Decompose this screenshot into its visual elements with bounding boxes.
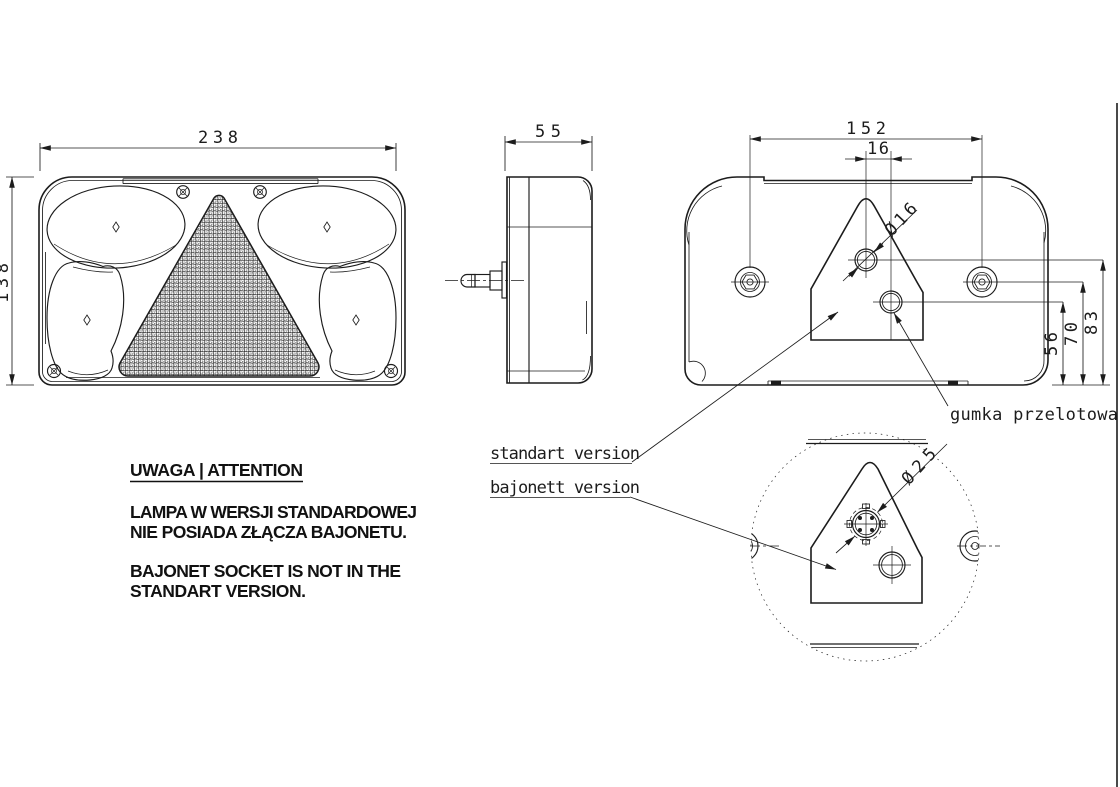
dim-text-83: 83 bbox=[1082, 311, 1102, 335]
note-en-line1: BAJONET SOCKET IS NOT IN THE bbox=[130, 561, 401, 581]
dim-text-138: 138 bbox=[0, 263, 13, 303]
standart-version-label: standart version bbox=[490, 444, 640, 464]
note-title: UWAGA | ATTENTION bbox=[130, 460, 303, 480]
dim-text-dia25: Ø25 bbox=[898, 444, 941, 489]
note-en-line2: STANDART VERSION. bbox=[130, 581, 306, 601]
lens-centre-markers bbox=[83, 221, 360, 326]
front-outline bbox=[38, 176, 406, 386]
dim-text-55: 55 bbox=[535, 122, 561, 142]
front-bottom-left-lens bbox=[46, 261, 125, 381]
reflector-triangle bbox=[118, 194, 320, 377]
dim-text-56: 56 bbox=[1042, 332, 1062, 356]
attention-note: UWAGA | ATTENTION LAMPA W WERSJI STANDAR… bbox=[130, 460, 417, 601]
bajonett-version-callout: bajonett version bbox=[490, 478, 837, 570]
bayonet-connector bbox=[844, 503, 888, 546]
dim-text-dia16: Ø16 bbox=[881, 199, 922, 240]
front-screws bbox=[46, 185, 399, 379]
mount-clip-left bbox=[771, 380, 781, 385]
dim-front-height: 138 bbox=[0, 176, 34, 386]
side-connector-stud bbox=[445, 261, 524, 299]
detail-boundary-circle bbox=[750, 432, 980, 662]
bajonett-version-label: bajonett version bbox=[490, 478, 640, 498]
dim-text-238: 238 bbox=[198, 128, 238, 148]
note-pl-line1: LAMPA W WERSJI STANDARDOWEJ bbox=[130, 502, 417, 522]
front-view: 238 138 bbox=[0, 128, 406, 386]
front-top-right-lens bbox=[257, 185, 397, 269]
dim-detail-diameter: Ø25 bbox=[835, 443, 948, 554]
side-outline bbox=[506, 176, 593, 384]
dim-rear-70: 70 bbox=[1062, 281, 1086, 386]
detail-body-edges bbox=[806, 439, 928, 648]
front-top-left-lens bbox=[46, 185, 186, 269]
dim-text-70: 70 bbox=[1062, 322, 1082, 346]
dim-text-16: 16 bbox=[867, 139, 889, 159]
dim-side-depth: 55 bbox=[504, 122, 593, 171]
rear-outline bbox=[684, 176, 1049, 386]
front-top-panel bbox=[122, 178, 319, 185]
rear-bottom-recess bbox=[767, 380, 969, 385]
dim-front-width: 238 bbox=[39, 128, 397, 171]
detail-lower-hole bbox=[873, 546, 911, 584]
dim-rear-16: 16 bbox=[845, 139, 912, 162]
front-bottom-right-lens bbox=[318, 261, 397, 381]
rear-view: 152 16 Ø16 56 70 83 bbox=[684, 119, 1118, 425]
dim-text-152: 152 bbox=[846, 119, 886, 139]
side-view: 55 bbox=[445, 122, 593, 384]
rear-screw-left bbox=[731, 266, 769, 298]
rear-socket-plate bbox=[810, 197, 924, 341]
dim-rear-152: 152 bbox=[749, 119, 983, 142]
mount-clip-right bbox=[948, 380, 958, 385]
version-callouts: standart version bajonett version bbox=[490, 311, 839, 570]
grommet-callout: gumka przelotowa bbox=[893, 312, 1118, 425]
dim-rear-83: 83 bbox=[1082, 259, 1106, 386]
detail-view: Ø25 bbox=[750, 432, 1000, 662]
standart-version-callout: standart version bbox=[490, 311, 839, 464]
note-pl-line2: NIE POSIADA ZŁĄCZA BAJONETU. bbox=[130, 522, 407, 542]
grommet-label: gumka przelotowa bbox=[950, 405, 1118, 425]
detail-socket-plate bbox=[810, 461, 923, 604]
front-inner-outline bbox=[42, 180, 402, 382]
